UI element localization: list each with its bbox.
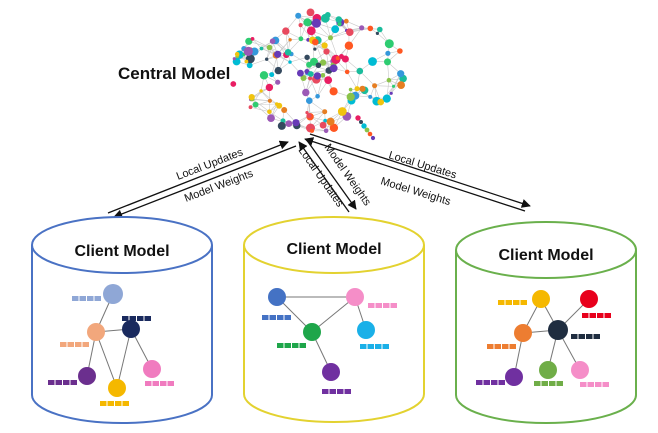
graph-node (532, 290, 550, 308)
node-label-bar (571, 334, 600, 339)
graph-node (357, 321, 375, 339)
node-label-bar (476, 380, 505, 385)
graph-node (505, 368, 523, 386)
client-model-left: Client Model (31, 216, 213, 424)
graph-node (322, 363, 340, 381)
node-label-bar (582, 313, 611, 318)
graph-node (346, 288, 364, 306)
brain-network-icon (230, 8, 407, 141)
graph-node (78, 367, 96, 385)
arrow-middle: Local Updates Model Weights (296, 138, 373, 213)
client-model-title: Client Model (498, 247, 593, 264)
graph-edge (311, 296, 356, 333)
node-label-bar (100, 401, 129, 406)
right-local-updates-label: Local Updates (387, 149, 458, 181)
node-label-bar (580, 382, 609, 387)
right-model-weights-label: Model Weights (379, 175, 452, 208)
node-label-bar (498, 300, 527, 305)
node-label-bar (262, 315, 291, 320)
graph-node (122, 320, 140, 338)
graph-node (103, 284, 123, 304)
node-label-bar (360, 344, 389, 349)
graph-node (514, 324, 532, 342)
client-model-middle: Client Model (243, 216, 425, 423)
graph-node (108, 379, 126, 397)
central-model-label: Central Model (118, 64, 230, 83)
node-label-bar (368, 303, 397, 308)
client-model-title: Client Model (74, 243, 169, 260)
graph-node (87, 323, 105, 341)
graph-node (303, 323, 321, 341)
graph-node (571, 361, 589, 379)
graph-node (143, 360, 161, 378)
node-label-bar (487, 344, 516, 349)
node-label-bar (277, 343, 306, 348)
graph-edge (116, 328, 132, 389)
node-label-bar (48, 380, 77, 385)
graph-node (268, 288, 286, 306)
node-label-bar (145, 381, 174, 386)
node-label-bar (72, 296, 101, 301)
graph-node (580, 290, 598, 308)
node-label-bar (60, 342, 89, 347)
graph-edge (95, 331, 118, 389)
graph-node (548, 320, 568, 340)
graph-node (539, 361, 557, 379)
node-label-bar (122, 316, 151, 321)
client-model-right: Client Model (455, 221, 637, 424)
client-model-title: Client Model (286, 241, 381, 258)
arrow-left: Local Updates Model Weights (107, 140, 297, 219)
node-label-bar (322, 389, 351, 394)
node-label-bar (534, 381, 563, 386)
